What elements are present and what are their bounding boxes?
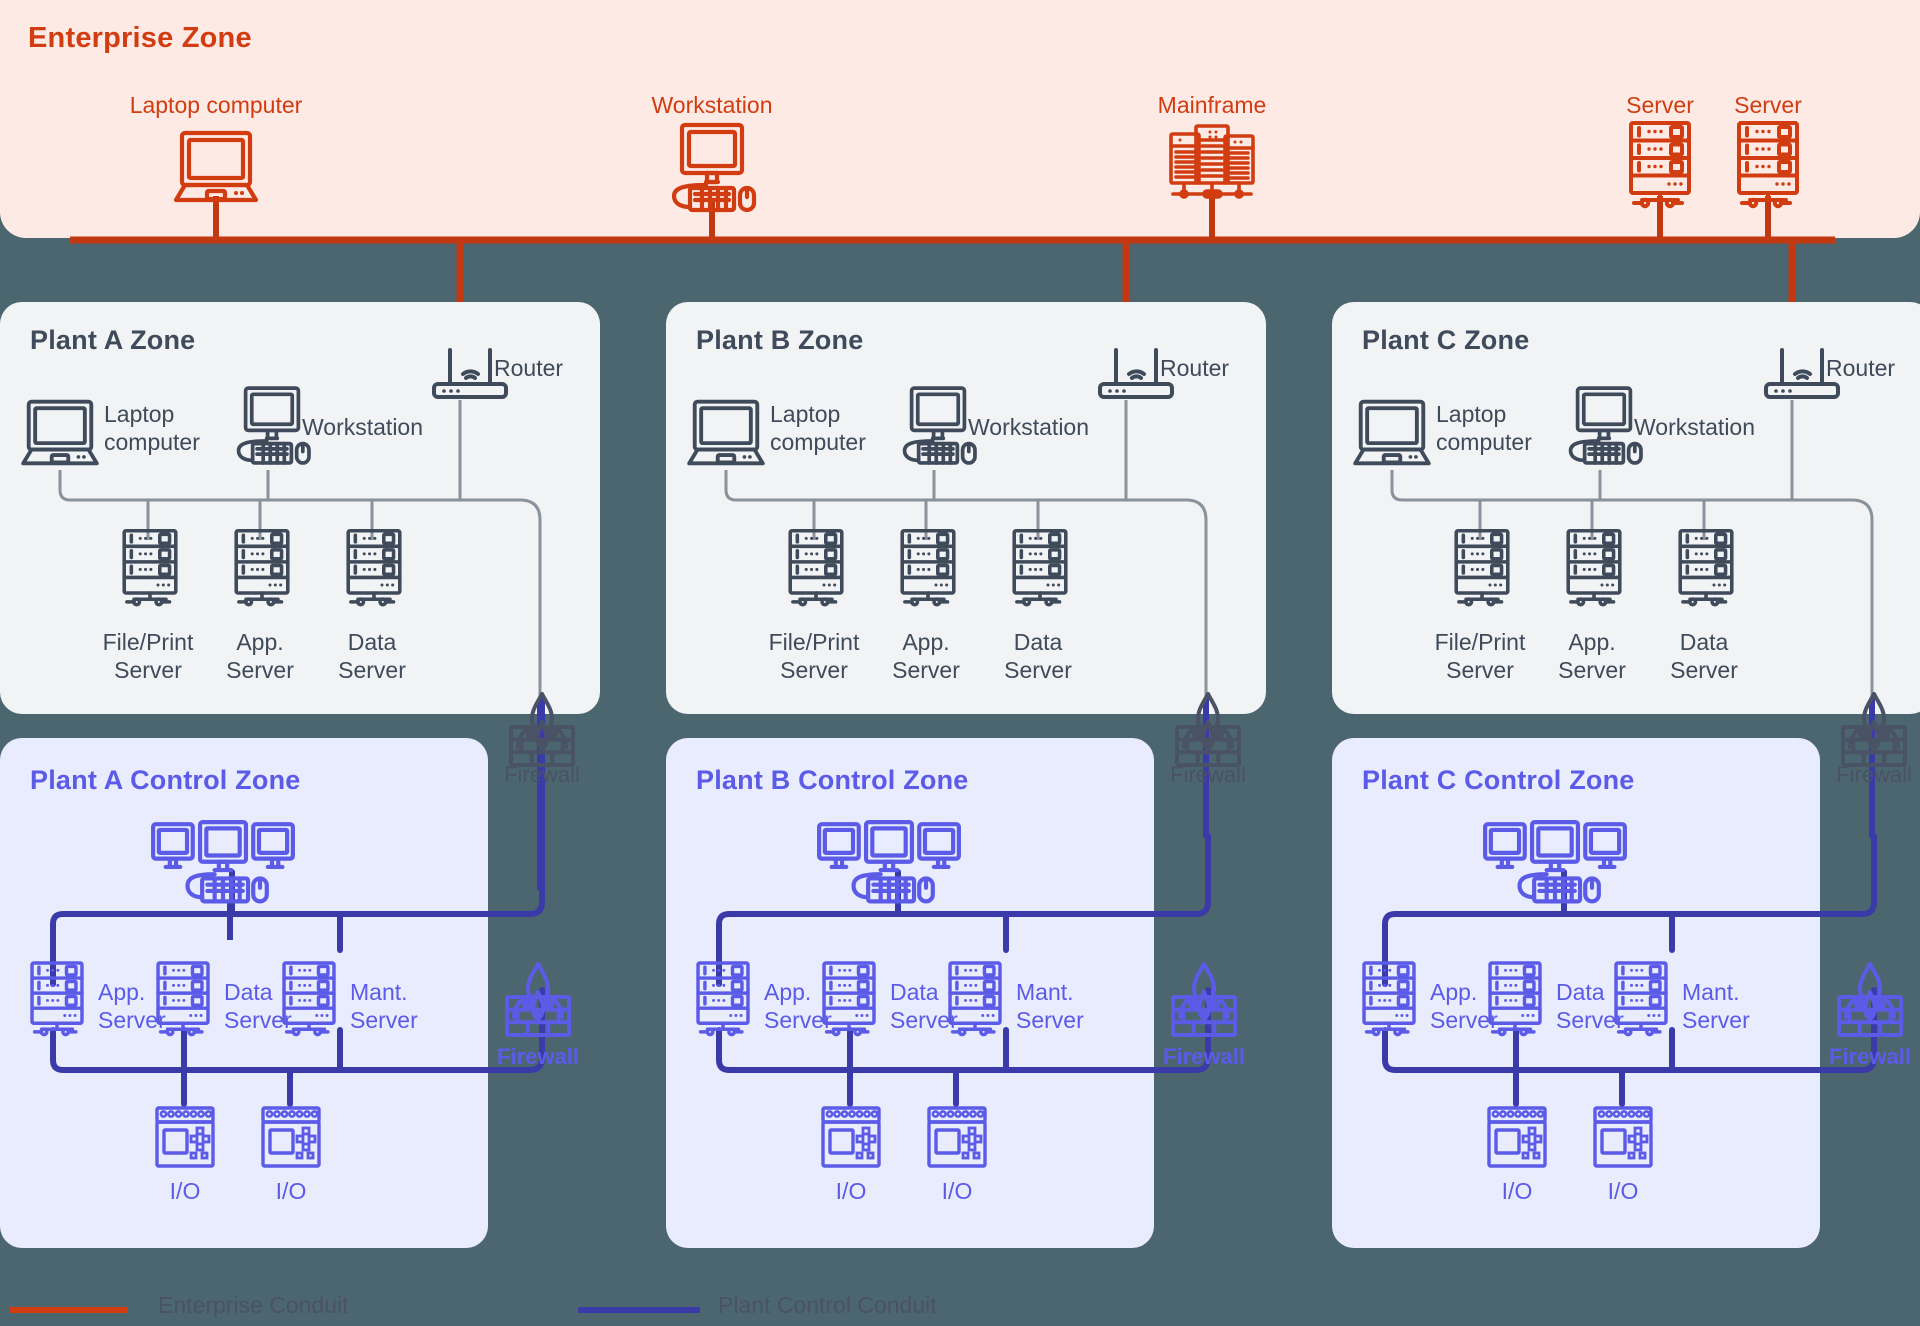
plant-zone-title: Plant A Zone	[30, 325, 196, 355]
server-label-line2: Server	[892, 657, 960, 683]
server-label-line1: Mant.	[1016, 979, 1074, 1005]
legend: Enterprise Conduit Plant Control Conduit	[0, 1292, 1920, 1326]
enterprise-node-label: Server	[1734, 92, 1802, 118]
server-label-line2: Server	[224, 1007, 292, 1033]
client-label: Workstation	[1634, 414, 1756, 440]
firewall-label: Firewall	[504, 762, 580, 787]
router-label: Router	[1160, 355, 1230, 381]
control-a-bus	[50, 833, 545, 1107]
control-server-label: Mant. Server	[350, 978, 418, 1034]
control-server-label: Data Server	[890, 978, 958, 1034]
server-label: File/Print Server	[103, 628, 194, 684]
io-label: I/O	[275, 1178, 307, 1204]
server-label-line1: Data	[1556, 979, 1605, 1005]
server-label-line1: File/Print	[102, 629, 194, 655]
legend-label: Enterprise Conduit	[158, 1292, 349, 1318]
plant-a-wiring	[58, 400, 542, 700]
enterprise-node-label: Mainframe	[1157, 92, 1267, 118]
enterprise-zone-title: Enterprise Zone	[28, 22, 252, 54]
control-b-wiring	[716, 697, 1211, 1107]
enterprise-node-label: Server	[1626, 92, 1694, 118]
client-label: Workstation	[302, 414, 424, 440]
io-label: I/O	[835, 1178, 867, 1204]
router-label: Router	[1826, 355, 1896, 381]
server-label-line1: App.	[902, 629, 950, 655]
server-label-line1: Data	[1013, 629, 1063, 655]
server-label-line1: App.	[1568, 629, 1616, 655]
enterprise-zone-panel	[0, 0, 1920, 238]
server-label-line2: Server	[1558, 657, 1626, 683]
server-label-line1: File/Print	[768, 629, 860, 655]
server-label-line2: Server	[890, 1007, 958, 1033]
control-server-label: App. Server	[1430, 978, 1498, 1034]
enterprise-node-label: Laptop computer	[129, 92, 303, 118]
server-label: Data Server	[1004, 628, 1072, 684]
control-server-label: Data Server	[224, 978, 292, 1034]
server-label-line2: Server	[780, 657, 848, 683]
client-label: Workstation	[968, 414, 1090, 440]
server-label-line1: Data	[347, 629, 397, 655]
server-label: File/Print Server	[1435, 628, 1526, 684]
server-label-line2: Server	[98, 1007, 166, 1033]
server-label-line1: File/Print	[1434, 629, 1526, 655]
plant-c-wiring	[1390, 400, 1874, 700]
control-firewall-label: Firewall	[1829, 1044, 1911, 1069]
client-label: Laptop computer	[770, 401, 866, 455]
plant-zone-title: Plant C Zone	[1362, 325, 1530, 355]
control-zone-title: Plant A Control Zone	[30, 765, 301, 795]
control-firewall-label: Firewall	[1163, 1044, 1245, 1069]
server-label: App. Server	[892, 628, 960, 684]
server-label-line2: Server	[1682, 1007, 1750, 1033]
server-label: Data Server	[338, 628, 406, 684]
client-label: Laptop computer	[1436, 401, 1532, 455]
server-label: App. Server	[1558, 628, 1626, 684]
server-label-line2: Server	[350, 1007, 418, 1033]
server-label-line1: Mant.	[350, 979, 408, 1005]
server-label-line2: Server	[1430, 1007, 1498, 1033]
server-label-line2: Server	[338, 657, 406, 683]
control-firewall-label: Firewall	[497, 1044, 579, 1069]
server-label-line1: Data	[890, 979, 939, 1005]
control-server-label: Mant. Server	[1682, 978, 1750, 1034]
enterprise-node-label: Workstation	[651, 92, 773, 118]
server-label-line2: Server	[1556, 1007, 1624, 1033]
server-label-line1: Data	[224, 979, 273, 1005]
firewall-label: Firewall	[1836, 762, 1912, 787]
plant-zone-title: Plant B Zone	[696, 325, 864, 355]
plant-b-wiring	[724, 400, 1208, 700]
server-label-line1: App.	[98, 979, 146, 1005]
server-label-line1: App.	[764, 979, 812, 1005]
server-label-line2: Server	[226, 657, 294, 683]
control-zone-title: Plant C Control Zone	[1362, 765, 1635, 795]
server-label-line1: App.	[1430, 979, 1478, 1005]
server-label-line1: Data	[1679, 629, 1729, 655]
server-label-line2: Server	[114, 657, 182, 683]
io-label: I/O	[1607, 1178, 1639, 1204]
server-label-line2: Server	[1446, 657, 1514, 683]
control-server-label: Mant. Server	[1016, 978, 1084, 1034]
control-server-label: App. Server	[98, 978, 166, 1034]
server-label: File/Print Server	[769, 628, 860, 684]
server-label-line2: Server	[1016, 1007, 1084, 1033]
server-label-line2: Server	[1004, 657, 1072, 683]
io-label: I/O	[169, 1178, 201, 1204]
io-label: I/O	[1501, 1178, 1533, 1204]
server-label-line2: Server	[764, 1007, 832, 1033]
control-zone-panels	[0, 738, 1820, 1248]
client-label: Laptop computer	[104, 401, 200, 455]
server-label-line2: Server	[1670, 657, 1738, 683]
router-label: Router	[494, 355, 564, 381]
control-server-label: App. Server	[764, 978, 832, 1034]
legend-label: Plant Control Conduit	[718, 1292, 937, 1318]
server-label-line1: Mant.	[1682, 979, 1740, 1005]
control-server-label: Data Server	[1556, 978, 1624, 1034]
server-label: Data Server	[1670, 628, 1738, 684]
control-zone-title: Plant B Control Zone	[696, 765, 969, 795]
firewall-label: Firewall	[1170, 762, 1246, 787]
plant-zone-panels	[0, 302, 1920, 714]
server-label: App. Server	[226, 628, 294, 684]
io-label: I/O	[941, 1178, 973, 1204]
server-label-line1: App.	[236, 629, 284, 655]
